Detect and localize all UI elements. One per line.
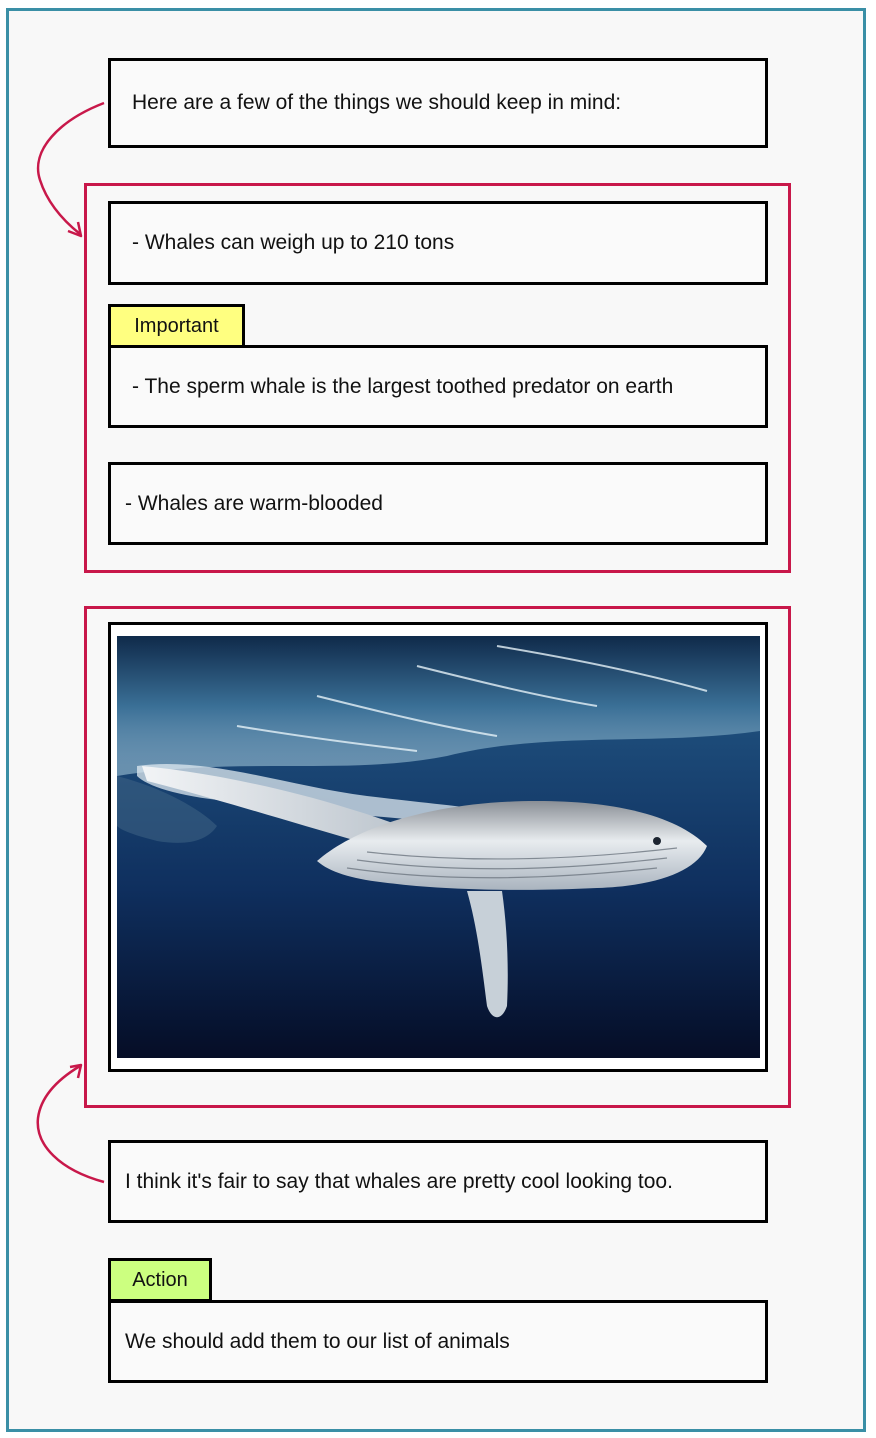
- facts-group[interactable]: [84, 183, 791, 573]
- photo-group[interactable]: [84, 606, 791, 1108]
- comment-note-text: I think it's fair to say that whales are…: [125, 1169, 673, 1193]
- surface-glare: [236, 645, 708, 752]
- whale-body: [317, 801, 707, 890]
- lower-fin: [467, 891, 508, 1018]
- fact-note-weight[interactable]: - Whales can weigh up to 210 tons: [108, 201, 768, 285]
- fact-note-warm-blooded-text: - Whales are warm-blooded: [125, 491, 383, 515]
- comment-note[interactable]: I think it's fair to say that whales are…: [108, 1140, 768, 1223]
- action-note[interactable]: We should add them to our list of animal…: [108, 1300, 768, 1383]
- action-tag[interactable]: Action: [108, 1258, 212, 1302]
- intro-note-text: Here are a few of the things we should k…: [132, 91, 622, 114]
- throat-grooves: [346, 847, 678, 879]
- water-surface: [117, 636, 760, 776]
- fact-note-sperm-whale[interactable]: - The sperm whale is the largest toothed…: [108, 345, 768, 428]
- background-whale: [117, 776, 217, 843]
- fact-note-weight-text: - Whales can weigh up to 210 tons: [132, 231, 455, 254]
- whale-photo[interactable]: [117, 636, 760, 1058]
- curved-arrow-icon[interactable]: [36, 101, 105, 238]
- action-tag-label: Action: [132, 1268, 188, 1291]
- fact-note-warm-blooded[interactable]: - Whales are warm-blooded: [108, 462, 768, 545]
- curved-arrow-icon[interactable]: [36, 1063, 105, 1184]
- pectoral-fin: [142, 766, 427, 850]
- intro-note[interactable]: Here are a few of the things we should k…: [108, 58, 768, 148]
- fact-note-sperm-whale-text: - The sperm whale is the largest toothed…: [132, 374, 674, 398]
- important-tag-label: Important: [134, 314, 219, 337]
- whale-eye: [653, 837, 661, 845]
- action-note-text: We should add them to our list of animal…: [125, 1329, 510, 1353]
